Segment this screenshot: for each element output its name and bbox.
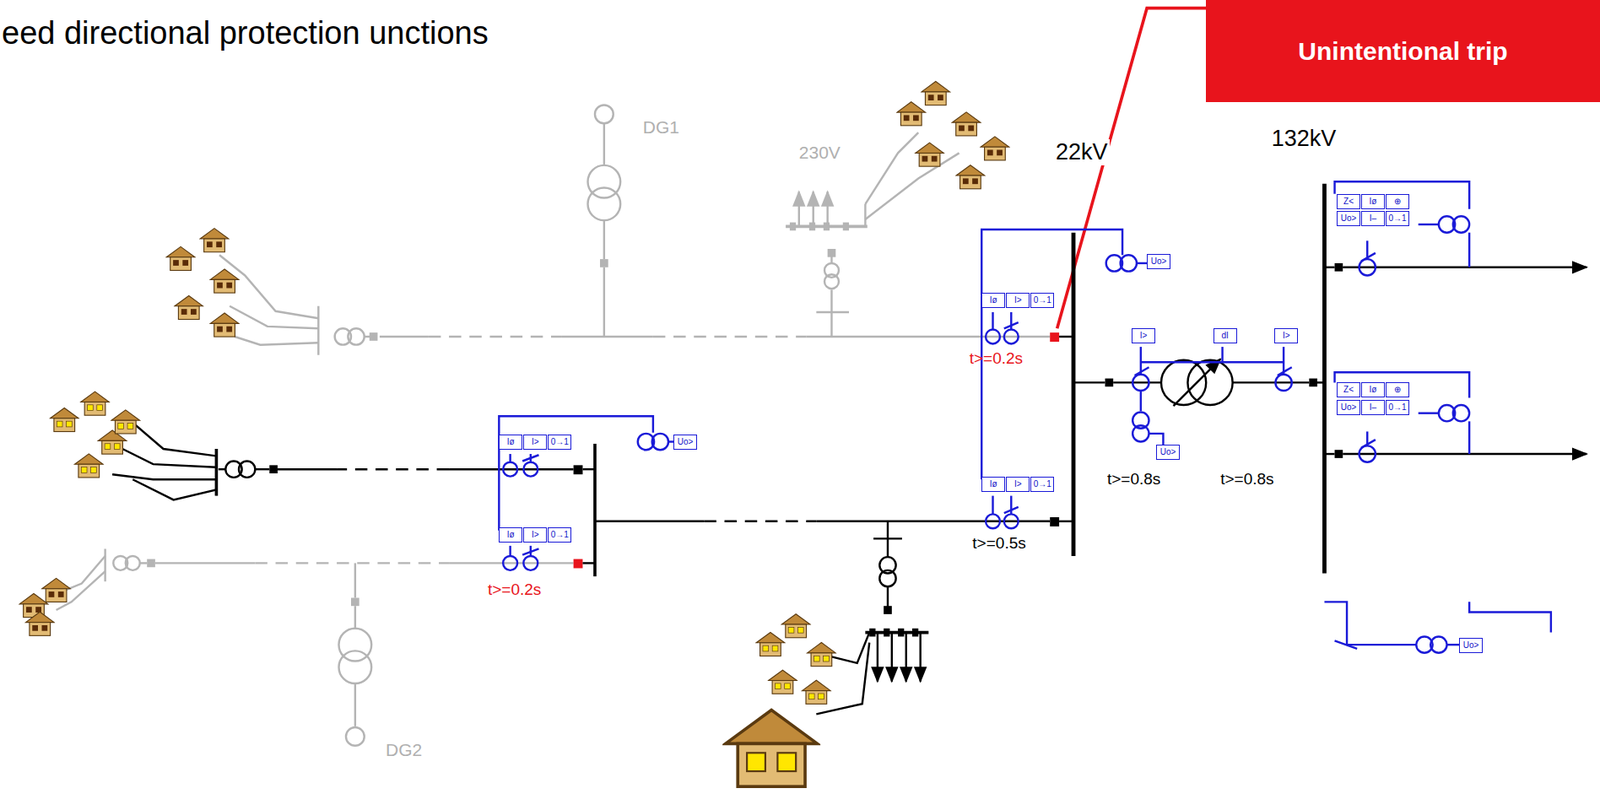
relay-function: I– [1361,400,1385,416]
relay-function: Iø [1361,194,1385,210]
relay-function: Iø [1361,382,1385,398]
relay-label: 0→1 [1388,211,1407,226]
relay-label: I> [1008,293,1028,308]
callout-box: Unintentional trip [1205,0,1600,103]
relay-label: Uo> [1149,254,1168,269]
relay-function: I> [523,434,547,450]
relay-function: 0→1 [1385,400,1410,416]
relay-function: I– [1361,210,1385,227]
relay-label: Iø [1363,194,1383,209]
relay-function: 0→1 [547,527,572,543]
relay-label: Iø [501,435,520,449]
relay-function: 0→1 [1385,210,1410,227]
relay-label: Iø [1363,383,1383,397]
leader-line [1057,8,1207,330]
relay-label: Iø [983,477,1003,492]
relay-label: I> [525,435,545,449]
relay-function: ⊕ [1385,194,1410,210]
relay-function: Iø [981,292,1006,309]
relay-label: 0→1 [550,435,569,449]
diagram-label: t>=0.8s [1220,470,1274,489]
relay-label: I> [1008,477,1028,492]
relay-label: I> [525,528,545,542]
diagram-label: t>=0.2s [969,349,1023,368]
relay-function: 0→1 [547,434,572,450]
protection-wiring [498,181,1552,654]
relay-label: 0→1 [1388,400,1407,415]
relay-function: Iø [498,434,523,450]
relay-label: Uo> [1339,400,1358,415]
relay-label: dI [1216,329,1235,343]
slide-heading: eed directional protection unctions [1,15,525,53]
diagram-label: 230V [799,142,841,163]
relay-function: Uo> [1459,637,1483,654]
relay-label: Iø [501,528,520,542]
diagram-label: DG2 [385,740,422,761]
relay-label: 0→1 [1032,293,1052,308]
relay-label: ⊕ [1388,194,1407,209]
tripped-breaker [1049,332,1060,342]
callout-text: Unintentional trip [1297,37,1508,66]
relay-label: Uo> [1158,445,1178,460]
relay-function: I> [1131,328,1156,344]
relay-function: 0→1 [1030,476,1055,492]
relay-function: Uo> [1146,254,1171,270]
relay-label: ⊕ [1388,383,1407,397]
relay-function: Uo> [1336,400,1361,416]
relay-label: Uo> [1461,638,1481,653]
relay-function: Z< [1336,382,1361,398]
relay-function: Uo> [673,434,698,450]
relay-function: ⊕ [1385,382,1410,398]
relay-function: 0→1 [1030,292,1055,309]
relay-function: I> [1005,476,1030,492]
relay-function: dI [1213,328,1238,344]
breakers [269,263,1343,638]
relay-function: Iø [498,527,523,543]
relay-label: I> [1134,329,1153,343]
relay-function: Uo> [1336,210,1361,227]
grey-feeder [219,105,1050,356]
relay-function: Uo> [1156,444,1180,460]
energised-network [112,183,1587,715]
relay-label: I– [1363,400,1383,415]
relay-label: Z< [1339,194,1358,209]
relay-function: I> [1274,328,1298,344]
relay-label: 0→1 [550,528,569,542]
diagram-label: 132kV [1271,125,1337,152]
relay-label: Uo> [675,435,695,449]
diagram-label: t>=0.8s [1107,470,1161,489]
relay-label: Uo> [1339,211,1358,226]
relay-label: Iø [983,293,1003,308]
relay-label: I– [1363,211,1383,226]
relay-label: I> [1276,329,1296,343]
diagram-label: t>=0.2s [487,580,541,600]
diagram-label: t>=0.5s [972,534,1026,553]
tripped-breaker [573,559,584,569]
relay-label: 0→1 [1032,477,1052,492]
relay-function: Z< [1336,194,1361,210]
relay-function: I> [1005,292,1030,309]
diagram-label: 22kV [1054,139,1110,166]
relay-function: I> [523,527,547,543]
diagram-label: DG1 [643,117,680,138]
grey-feeder-2 [56,548,574,746]
relay-label: Z< [1339,383,1358,397]
relay-function: Iø [981,476,1006,492]
houses [19,81,1010,788]
